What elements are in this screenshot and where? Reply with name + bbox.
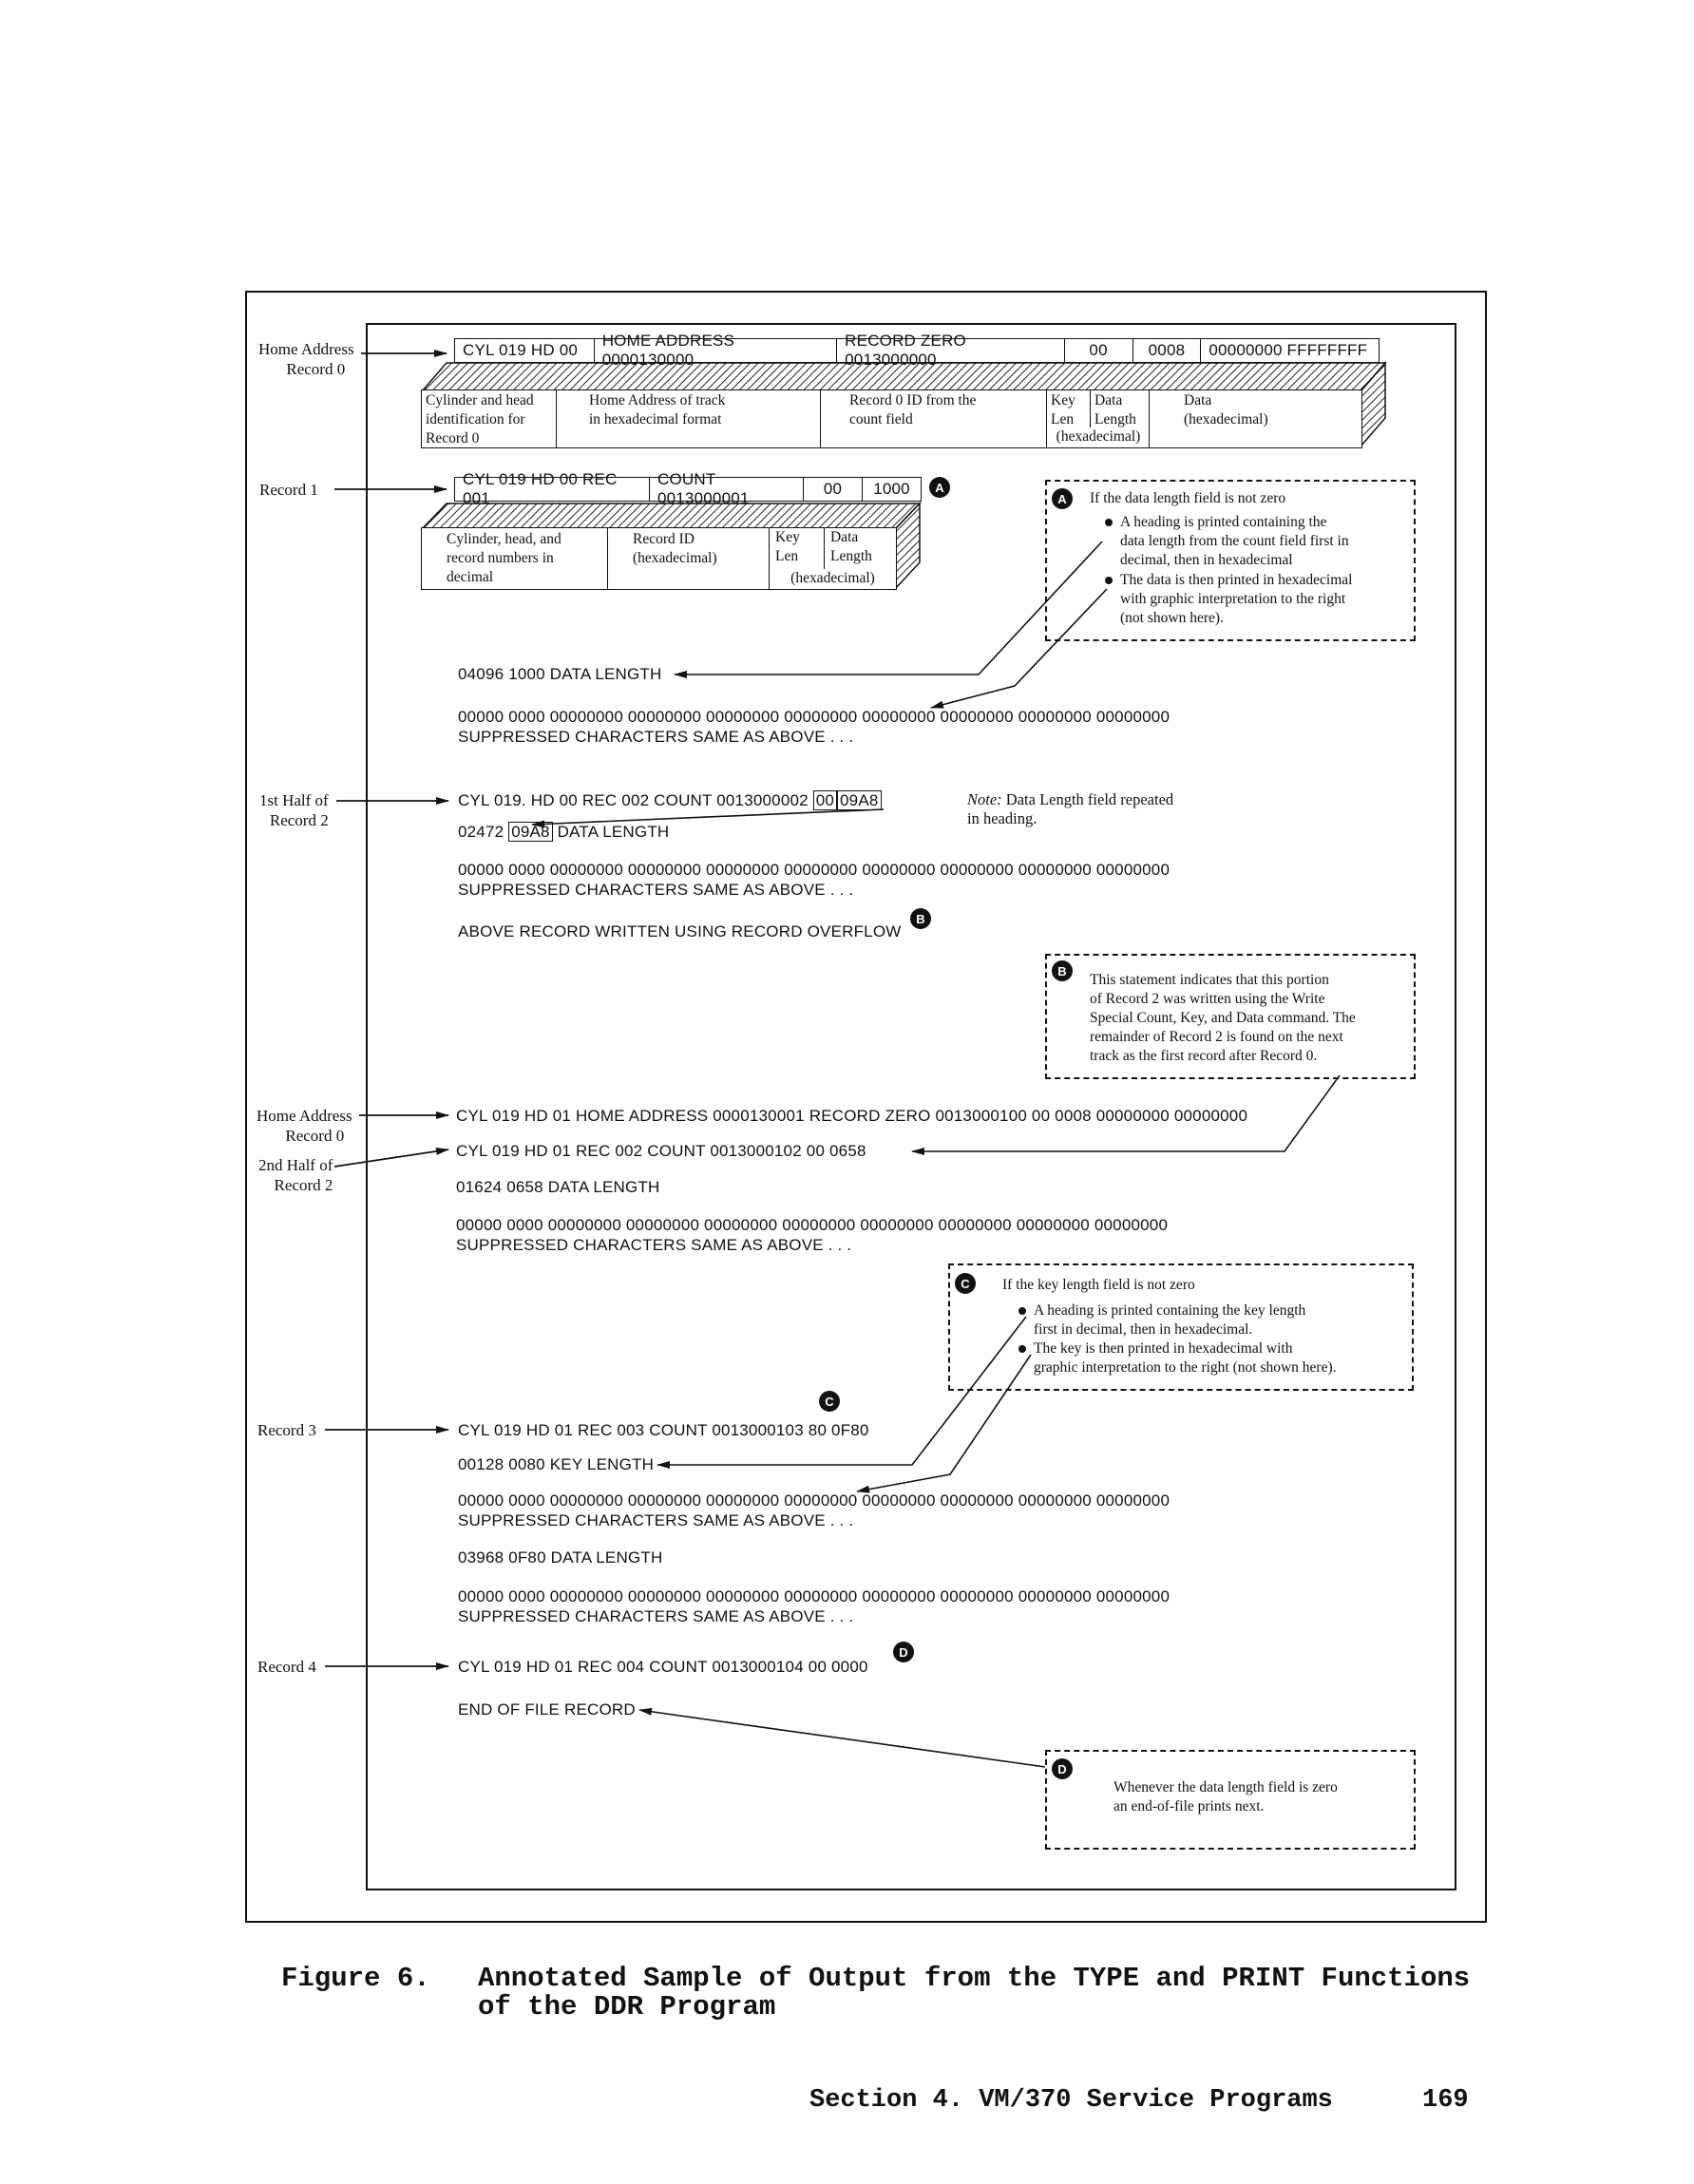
- callout-c-bullet1: A heading is printed containing the key …: [1018, 1301, 1305, 1339]
- callout-d: [1045, 1750, 1416, 1850]
- badge-d-callout: D: [1052, 1758, 1073, 1779]
- label-first-half-record2: 1st Half of Record 2: [259, 791, 329, 829]
- record1-cell-data-length: Data Length: [824, 527, 897, 571]
- record0-field-bar: CYL 019 HD 00 HOME ADDRESS 0000130000 RE…: [454, 332, 1380, 369]
- label-second-half-record2: 2nd Half of Record 2: [258, 1156, 333, 1194]
- arrow-second-half: [333, 1147, 449, 1168]
- callout-c-title: If the key length field is not zero: [1002, 1277, 1195, 1293]
- r2a-suppressed: SUPPRESSED CHARACTERS SAME AS ABOVE . . …: [458, 881, 854, 899]
- record1-cell-record-id: Record ID (hexadecimal): [607, 527, 771, 590]
- r2a-data: 00000 0000 00000000 00000000 00000000 00…: [458, 861, 1171, 879]
- callout-a-bullet2: The data is then printed in hexadecimal …: [1105, 571, 1352, 628]
- r2b-suppressed: SUPPRESSED CHARACTERS SAME AS ABOVE . . …: [456, 1236, 852, 1254]
- figure-caption: Annotated Sample of Output from the TYPE…: [478, 1963, 1471, 2023]
- r2a-key-len-box: 00: [812, 790, 838, 810]
- r3-data: 00000 0000 00000000 00000000 00000000 00…: [458, 1587, 1171, 1605]
- badge-b-callout: B: [1052, 960, 1073, 981]
- badge-d-marker: D: [893, 1642, 914, 1662]
- record0-cell-record0-id: Record 0 ID from the count field: [820, 389, 1048, 448]
- record0-home-address: HOME ADDRESS 0000130000: [593, 332, 836, 369]
- record0-cell-key-len: Key Len: [1046, 389, 1092, 429]
- r2a-data-len-box: 09A8: [837, 790, 882, 810]
- r4-heading: CYL 019 HD 01 REC 004 COUNT 0013000104 0…: [458, 1658, 868, 1676]
- record0-key-len: 00: [1063, 339, 1133, 362]
- callout-a: [1045, 480, 1416, 641]
- record1-cell-hexadecimal: (hexadecimal): [769, 569, 897, 590]
- record0-record-zero: RECORD ZERO 0013000000: [836, 332, 1063, 369]
- label-record1: Record 1: [259, 481, 318, 499]
- leader-c-keydata: [856, 1354, 1032, 1493]
- r1-data-length: 04096 1000 DATA LENGTH: [458, 665, 662, 683]
- label-record4: Record 4: [257, 1658, 316, 1676]
- leader-note: [531, 808, 885, 828]
- badge-a-marker: A: [929, 477, 950, 498]
- bullet-icon: [1018, 1345, 1026, 1354]
- r2b-data-length: 01624 0658 DATA LENGTH: [456, 1178, 660, 1196]
- overflow-statement: ABOVE RECORD WRITTEN USING RECORD OVERFL…: [458, 922, 902, 940]
- callout-c-bullet2: The key is then printed in hexadecimal w…: [1018, 1339, 1337, 1377]
- badge-b-marker: B: [910, 908, 931, 929]
- bullet-icon: [1018, 1307, 1026, 1316]
- r1-data: 00000 0000 00000000 00000000 00000000 00…: [458, 708, 1171, 726]
- leader-d: [638, 1707, 1046, 1768]
- r3-key-data: 00000 0000 00000000 00000000 00000000 00…: [458, 1491, 1171, 1510]
- r2b-data: 00000 0000 00000000 00000000 00000000 00…: [456, 1216, 1169, 1234]
- record0-data-len: 0008: [1132, 339, 1201, 362]
- record1-cell-key-len: Key Len: [769, 527, 826, 571]
- footer-section: Section 4. VM/370 Service Programs: [809, 2086, 1333, 2115]
- record0-data: 00000000 FFFFFFFF: [1200, 339, 1379, 362]
- callout-c: [948, 1263, 1414, 1391]
- record0-cell-hexadecimal: (hexadecimal): [1046, 427, 1151, 448]
- record1-count: COUNT 0013000001: [649, 470, 803, 507]
- leader-c-keylen: [657, 1316, 1027, 1469]
- record1-key-len: 00: [803, 478, 862, 501]
- label-record3: Record 3: [257, 1421, 316, 1439]
- r2b-heading: CYL 019 HD 01 REC 002 COUNT 0013000102 0…: [456, 1142, 866, 1160]
- record1-cyl-hd-rec: CYL 019 HD 00 REC 001: [463, 470, 618, 507]
- note-data-length: Note: Data Length field repeated in head…: [967, 790, 1174, 827]
- ha2-line: CYL 019 HD 01 HOME ADDRESS 0000130001 RE…: [456, 1107, 1248, 1125]
- r3-data-length: 03968 0F80 DATA LENGTH: [458, 1548, 663, 1567]
- r3-key-length: 00128 0080 KEY LENGTH: [458, 1455, 655, 1473]
- callout-a-bullet1: A heading is printed containing the data…: [1105, 513, 1349, 570]
- r1-suppressed: SUPPRESSED CHARACTERS SAME AS ABOVE . . …: [458, 728, 854, 746]
- leader-a-data: [930, 588, 1108, 709]
- leader-a-datalen: [674, 541, 1103, 678]
- badge-c-marker: C: [819, 1391, 840, 1412]
- callout-b-text: This statement indicates that this porti…: [1090, 972, 1356, 1064]
- record1-field-bar: CYL 019 HD 00 REC 001 COUNT 0013000001 0…: [454, 470, 922, 507]
- r3-key-suppressed: SUPPRESSED CHARACTERS SAME AS ABOVE . . …: [458, 1511, 854, 1529]
- record1-cell-cyl-head-rec: Cylinder, head, and record numbers in de…: [421, 527, 609, 590]
- callout-b: [1045, 954, 1416, 1079]
- record0-cell-data-length: Data Length: [1090, 389, 1151, 429]
- figure-frame: [245, 291, 1487, 1923]
- badge-a-callout: A: [1052, 488, 1073, 509]
- bullet-icon: [1105, 519, 1113, 527]
- page-number: 169: [1422, 2086, 1469, 2115]
- label-home-address-record0: Home Address Record 0: [258, 340, 354, 378]
- r3-heading: CYL 019 HD 01 REC 003 COUNT 0013000103 8…: [458, 1421, 869, 1439]
- r2a-heading: CYL 019. HD 00 REC 002 COUNT 0013000002 …: [458, 790, 882, 810]
- output-frame: [366, 323, 1456, 1890]
- bullet-icon: [1105, 577, 1113, 585]
- eof-record: END OF FILE RECORD: [458, 1700, 636, 1719]
- r2a-datalen-box: 09A8: [508, 822, 553, 842]
- record0-cell-home-address: Home Address of track in hexadecimal for…: [556, 389, 822, 448]
- callout-d-text: Whenever the data length field is zero a…: [1113, 1779, 1338, 1814]
- record1-data-len: 1000: [862, 478, 921, 501]
- record0-cell-cyl-head: Cylinder and head identification for Rec…: [421, 389, 558, 448]
- callout-a-title: If the data length field is not zero: [1090, 490, 1286, 506]
- badge-c-callout: C: [955, 1273, 976, 1294]
- label-home-address-record0-b: Home Address Record 0: [257, 1107, 352, 1145]
- figure-number: Figure 6.: [281, 1963, 430, 1994]
- leader-b: [911, 1074, 1341, 1155]
- record0-cyl-hd: CYL 019 HD 00: [463, 341, 579, 359]
- r2a-data-length: 02472 09A8 DATA LENGTH: [458, 822, 670, 842]
- record0-cell-data-hex: Data (hexadecimal): [1149, 389, 1362, 448]
- r3-suppressed: SUPPRESSED CHARACTERS SAME AS ABOVE . . …: [458, 1607, 854, 1625]
